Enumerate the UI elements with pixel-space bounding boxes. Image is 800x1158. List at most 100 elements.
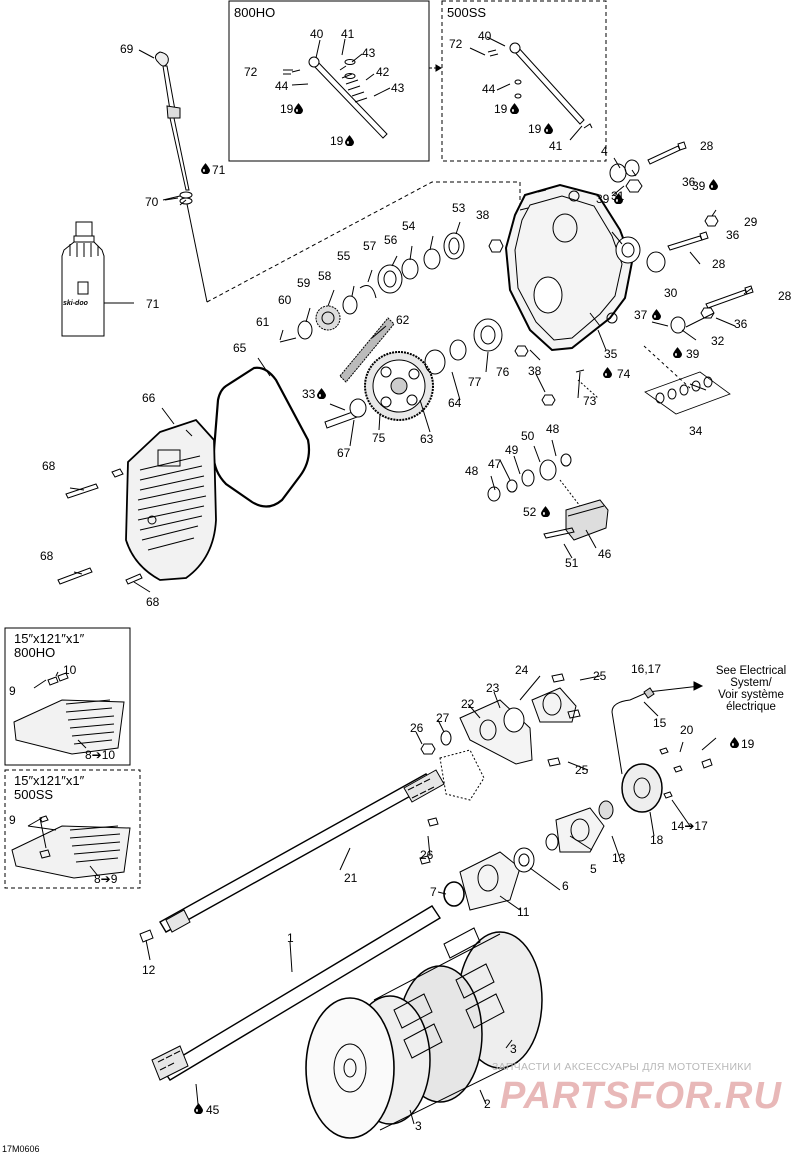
callout-46: 46	[598, 547, 612, 561]
callout-19: 19	[494, 102, 508, 116]
callout-19: 19	[330, 134, 344, 148]
callout-3: 3	[415, 1119, 422, 1133]
dipstick-assembly	[154, 51, 208, 303]
callout-71: 71	[212, 163, 226, 177]
callout-38: 38	[528, 364, 542, 378]
callout-3: 3	[510, 1042, 517, 1056]
callout-35: 35	[604, 347, 618, 361]
callout-48: 48	[546, 422, 560, 436]
note-line-3: Voir système	[718, 689, 784, 701]
chaincase-cover-66	[125, 418, 217, 581]
callout-22: 22	[461, 697, 475, 711]
bracket-46	[543, 499, 609, 541]
inset-title-800ho: 800HO	[234, 5, 276, 20]
callout-37: 37	[634, 308, 648, 322]
callout-68: 68	[146, 595, 160, 609]
callout-63: 63	[420, 432, 434, 446]
note-line-1: See Electrical	[715, 665, 787, 677]
callout-76: 76	[496, 365, 510, 379]
callout-62: 62	[396, 313, 410, 327]
callout-66: 66	[142, 391, 156, 405]
callout-34: 34	[689, 424, 703, 438]
callout-23: 23	[486, 681, 500, 695]
callout-41: 41	[549, 139, 563, 153]
callout-28: 28	[700, 139, 714, 153]
drive-axle-21	[159, 769, 445, 933]
callout-29: 29	[744, 215, 758, 229]
callout-39: 39	[692, 179, 706, 193]
callout-6: 6	[562, 879, 569, 893]
callout-68: 68	[40, 549, 54, 563]
callout-43: 43	[362, 46, 376, 60]
callout-40: 40	[478, 29, 492, 43]
callout-10: 10	[63, 663, 77, 677]
track-clip-500ss	[11, 815, 131, 879]
callout-55: 55	[337, 249, 351, 263]
callout-32: 32	[711, 334, 725, 348]
callout-75: 75	[372, 431, 386, 445]
callout-12: 12	[142, 963, 156, 977]
callout-47: 47	[488, 457, 502, 471]
callout-16-17: 16,17	[631, 662, 662, 676]
callout-14-to-17: 14➔17	[671, 819, 708, 833]
callout-44: 44	[275, 79, 289, 93]
chain-62	[339, 317, 395, 383]
callout-36: 36	[682, 175, 696, 189]
callout-36: 36	[726, 228, 740, 242]
callout-28: 28	[712, 257, 726, 271]
callout-27: 27	[436, 711, 450, 725]
figure-code: 17M0606	[2, 1144, 40, 1154]
callout-72: 72	[449, 37, 463, 51]
callout-52: 52	[523, 505, 537, 519]
drive-shaft-1	[151, 905, 441, 1081]
callout-73: 73	[583, 394, 597, 408]
callout-60: 60	[278, 293, 292, 307]
watermark-logo: PARTSFOR.RU	[500, 1075, 782, 1117]
callout-53: 53	[452, 201, 466, 215]
callout-24: 24	[515, 663, 529, 677]
track-clip-800ho	[13, 671, 125, 755]
note-line-2: System/	[730, 677, 772, 689]
callout-77: 77	[468, 375, 482, 389]
callout-64: 64	[448, 396, 462, 410]
inset-800ho-frame	[228, 0, 430, 162]
callout-13: 13	[612, 851, 626, 865]
callout-8-to-9: 8➔9	[94, 872, 118, 886]
callout-41: 41	[341, 27, 355, 41]
callout-67: 67	[337, 446, 351, 460]
callout-42: 42	[376, 65, 390, 79]
callout-1: 1	[287, 931, 294, 945]
callout-48: 48	[465, 464, 479, 478]
callout-19: 19	[741, 737, 755, 751]
oil-bottle	[61, 221, 105, 337]
callout-18: 18	[650, 833, 664, 847]
callout-7: 7	[430, 885, 437, 899]
inset-500ss-frame	[441, 0, 607, 162]
callout-50: 50	[521, 429, 535, 443]
inset-title-track-800ho: 15″x121″x1″ 800HO	[14, 631, 85, 660]
callout-71: 71	[146, 297, 160, 311]
note-line-4: électrique	[726, 701, 776, 713]
callout-58: 58	[318, 269, 332, 283]
callout-9: 9	[9, 684, 16, 698]
callout-45: 45	[206, 1103, 220, 1117]
callout-30: 30	[664, 286, 678, 300]
watermark-tagline: ЗАПЧАСТИ И АКСЕССУАРЫ ДЛЯ МОТОТЕХНИКИ	[492, 1061, 752, 1073]
inset-title-track-500ss: 15″x121″x1″ 500SS	[14, 773, 85, 802]
drive-sprocket-wheels	[305, 927, 543, 1139]
callout-57: 57	[363, 239, 377, 253]
callout-26: 26	[420, 848, 434, 862]
callout-15: 15	[653, 716, 667, 730]
callout-51: 51	[565, 556, 579, 570]
electrical-system-note: See Electrical System/ Voir système élec…	[702, 665, 800, 713]
callout-56: 56	[384, 233, 398, 247]
bottle-brand-label: ski-doo	[63, 300, 88, 307]
callout-5: 5	[590, 862, 597, 876]
gasket-65	[212, 366, 311, 508]
callout-44: 44	[482, 82, 496, 96]
inset-title-500ss: 500SS	[447, 5, 487, 20]
plunger-rod-800ho	[283, 56, 388, 139]
callout-65: 65	[233, 341, 247, 355]
callout-19: 19	[528, 122, 542, 136]
